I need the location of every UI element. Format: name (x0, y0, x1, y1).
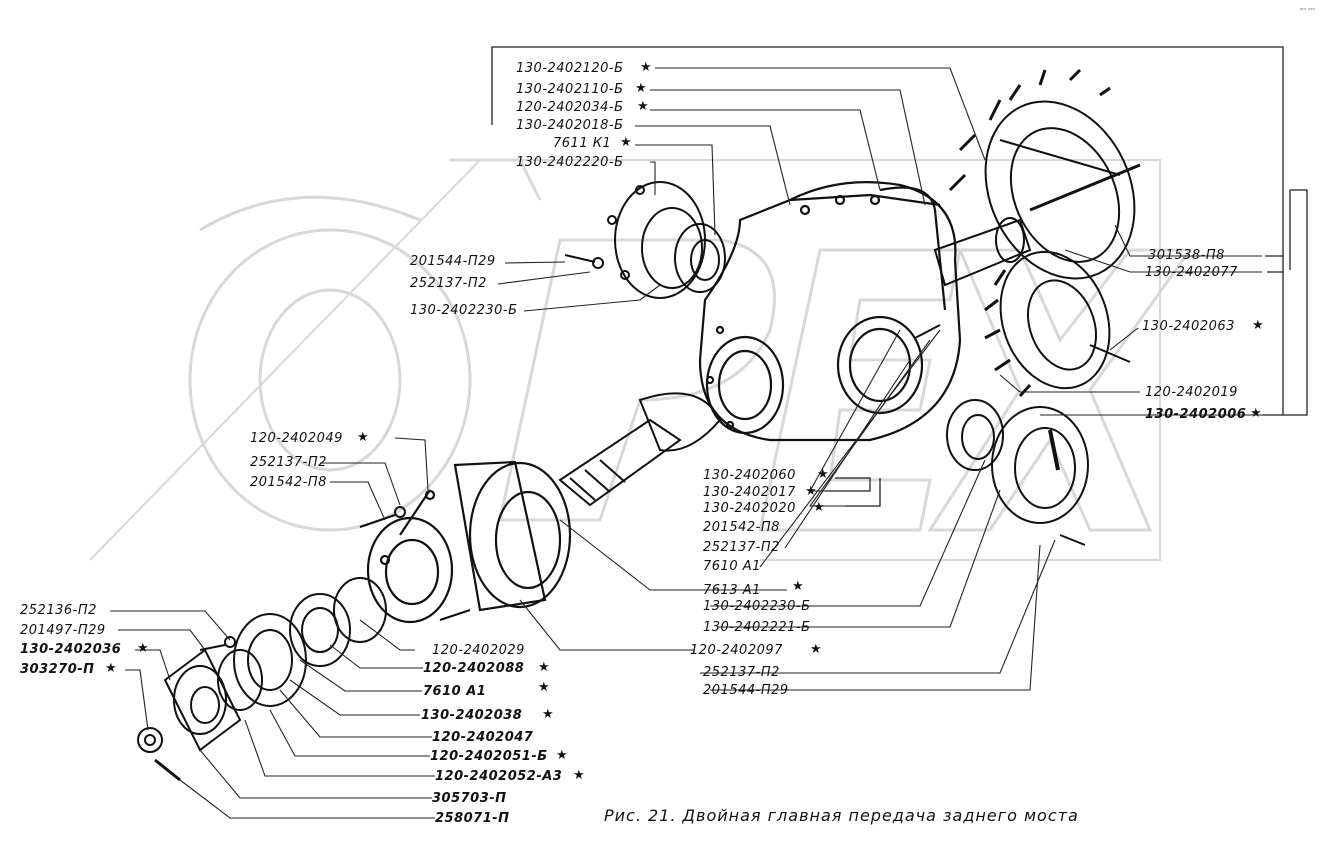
star-marker: ★ (817, 467, 829, 482)
star-marker: ★ (640, 60, 652, 75)
star-marker: ★ (538, 680, 550, 695)
star-marker: ★ (792, 579, 804, 594)
drive-pinion-shaft (558, 392, 722, 507)
star-marker: ★ (813, 500, 825, 515)
pinion-bearings (217, 577, 387, 711)
label-130-2402018-B: 130-2402018-Б (516, 118, 624, 133)
label-120-2402049: 120-2402049 (250, 431, 343, 446)
star-marker: ★ (542, 707, 554, 722)
star-marker: ★ (137, 641, 149, 656)
star-marker: ★ (105, 661, 117, 676)
label-120-2402052-A3: 120-2402052-А3 (435, 769, 563, 784)
label-252136-P2: 252136-П2 (20, 603, 97, 618)
label-130-2402110-B: 130-2402110-Б (516, 82, 624, 97)
carrier-housing (698, 181, 962, 442)
label-252137-P2-top: 252137-П2 (410, 276, 487, 291)
corner-mark: ᵃᵐ ˢᵉˢ (1300, 7, 1315, 14)
label-120-2402029: 120-2402029 (432, 643, 525, 658)
label-130-2402230-B-top: 130-2402230-Б (410, 303, 518, 318)
label-130-2402120-B: 130-2402120-Б (516, 61, 624, 76)
watermark (89, 158, 1193, 561)
star-marker: ★ (556, 748, 568, 763)
label-201544-P29-right: 201544-П29 (703, 683, 789, 698)
ring-gear (948, 68, 1141, 280)
star-marker: ★ (538, 660, 550, 675)
label-201542-P8-mid: 201542-П8 (703, 520, 780, 535)
companion-flange (137, 648, 242, 782)
label-252137-P2-right: 252137-П2 (703, 665, 780, 680)
label-130-2402006: 130-2402006 (1145, 407, 1247, 422)
star-marker: ★ (1252, 318, 1264, 333)
label-303270-P: 303270-П (20, 662, 95, 677)
star-marker: ★ (1250, 406, 1262, 421)
label-258071-P: 258071-П (435, 811, 510, 826)
star-marker: ★ (620, 135, 632, 150)
label-252137-P2-left: 252137-П2 (250, 455, 327, 470)
label-7610A1-bottom: 7610 А1 (423, 684, 487, 699)
bevel-gear (984, 250, 1131, 398)
right-bearing-cap (607, 181, 726, 299)
left-bearing-cap (946, 399, 1089, 524)
figure-caption: Рис. 21. Двойная главная передача заднег… (604, 806, 1079, 825)
label-120-2402097: 120-2402097 (690, 643, 783, 658)
star-marker: ★ (357, 430, 369, 445)
label-130-2402036: 130-2402036 (20, 642, 122, 657)
label-252137-P2-mid: 252137-П2 (703, 540, 780, 555)
label-130-2402077: 130-2402077 (1145, 265, 1238, 280)
label-301538-P8: 301538-П8 (1148, 248, 1225, 263)
label-130-2402230-B-right: 130-2402230-Б (703, 599, 811, 614)
leader-lines (110, 67, 1265, 819)
bracket-lines (491, 46, 1308, 507)
label-7613A1: 7613 А1 (703, 583, 761, 598)
label-120-2402019: 120-2402019 (1145, 385, 1238, 400)
label-130-2402038: 130-2402038 (421, 708, 523, 723)
label-7610A1-mid: 7610 А1 (703, 559, 761, 574)
label-120-2402034-B: 120-2402034-Б (516, 100, 624, 115)
label-201542-P8-left: 201542-П8 (250, 475, 327, 490)
label-130-2402017: 130-2402017 (703, 485, 796, 500)
label-201497-P29: 201497-П29 (20, 623, 106, 638)
label-130-2402060: 130-2402060 (703, 468, 796, 483)
label-120-2402088: 120-2402088 (423, 661, 525, 676)
star-marker: ★ (573, 768, 585, 783)
star-marker: ★ (805, 484, 817, 499)
label-130-2402020: 130-2402020 (703, 501, 796, 516)
label-305703-P: 305703-П (432, 791, 507, 806)
fasteners (199, 254, 1086, 651)
star-marker: ★ (637, 99, 649, 114)
label-130-2402221-B: 130-2402221-Б (703, 620, 811, 635)
label-120-2402051-B: 120-2402051-Б (430, 749, 548, 764)
pinion-cage (366, 460, 572, 624)
label-201544-P29-top: 201544-П29 (410, 254, 496, 269)
label-130-2402063: 130-2402063 (1142, 319, 1235, 334)
star-marker: ★ (810, 642, 822, 657)
label-120-2402047: 120-2402047 (432, 730, 534, 745)
label-7611K1: 7611 К1 (553, 136, 612, 151)
label-130-2402220-B: 130-2402220-Б (516, 155, 624, 170)
star-marker: ★ (635, 81, 647, 96)
